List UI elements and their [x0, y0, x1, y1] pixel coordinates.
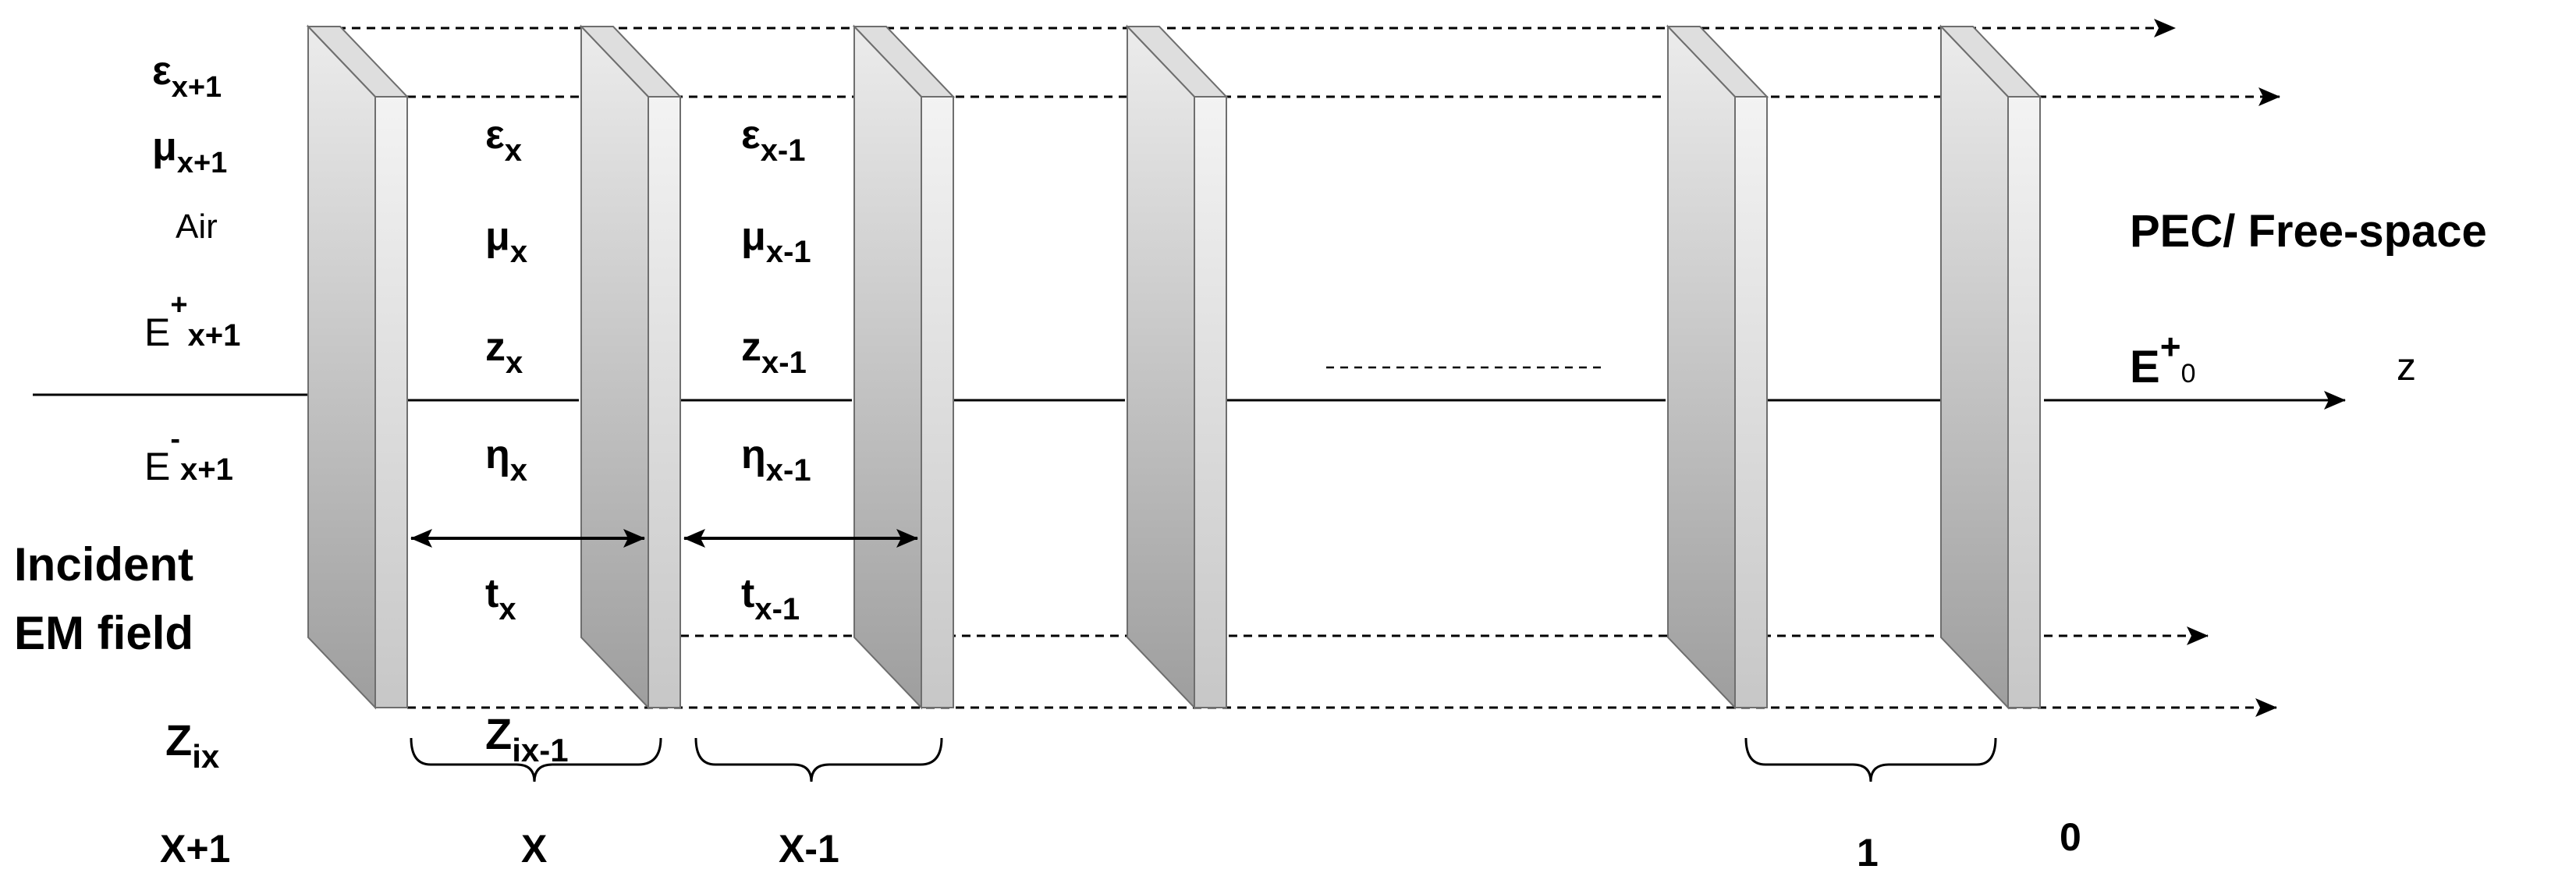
brace-1 — [1744, 737, 1997, 782]
label-mu-x: μx — [485, 214, 527, 269]
label-z-x-minus-1: zx-1 — [741, 325, 807, 380]
label-z-axis: z — [2397, 345, 2416, 389]
slab-6 — [1939, 24, 2042, 710]
label-layer-x-plus-1: X+1 — [160, 827, 230, 871]
brace-x-minus-1 — [694, 737, 943, 782]
label-eta-x-minus-1: ηx-1 — [741, 432, 811, 488]
label-pec-free-space: PEC/ Free-space — [2130, 206, 2487, 257]
label-t-x-minus-1: tx-1 — [741, 571, 800, 626]
label-mu-x-minus-1: μx-1 — [741, 214, 811, 269]
slab-3 — [852, 24, 956, 710]
label-eta-x: ηx — [485, 432, 527, 488]
label-z-ix: Zix — [165, 715, 220, 775]
label-layer-0: 0 — [2060, 815, 2081, 859]
label-layer-1: 1 — [1857, 831, 1879, 875]
label-eps-x-minus-1: εx-1 — [741, 112, 806, 168]
label-layer-x-minus-1: X-1 — [779, 827, 839, 871]
label-t-x: tx — [485, 571, 516, 626]
label-z-ix-minus-1: Zix-1 — [485, 709, 569, 768]
brace-x — [410, 737, 662, 782]
label-incident-line-2: EM field — [14, 607, 193, 659]
slabs — [306, 24, 2042, 710]
label-incident-line-1: Incident — [14, 538, 193, 591]
label-air: Air — [176, 208, 218, 246]
slab-5 — [1666, 24, 1769, 710]
label-e-plus-x-plus-1: E+x+1 — [144, 289, 240, 354]
slab-2 — [579, 24, 683, 710]
label-eps-x-plus-1: εx+1 — [152, 48, 222, 104]
label-mu-x-plus-1: μx+1 — [152, 124, 227, 179]
label-layer-x: X — [521, 827, 547, 871]
main-axis — [33, 366, 2346, 410]
slab-4 — [1125, 24, 1229, 710]
braces — [410, 737, 1997, 782]
label-e-minus-x-plus-1: E-x+1 — [144, 423, 233, 488]
label-z-x: zx — [485, 325, 523, 380]
label-e-plus-0: E+0 — [2130, 326, 2195, 392]
label-eps-x: εx — [485, 112, 522, 168]
slab-1 — [306, 24, 410, 710]
